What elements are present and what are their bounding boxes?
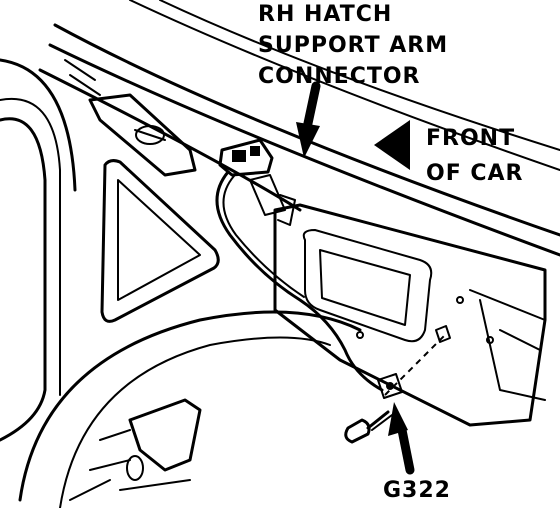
front-of-car-label-line-2: OF CAR xyxy=(426,161,524,186)
front-of-car-label-line-1: FRONT xyxy=(426,126,515,151)
fastener-alignment-line xyxy=(384,334,446,396)
connector-label-line-1: RH HATCH xyxy=(258,2,392,27)
ground-label: G322 xyxy=(383,478,451,503)
connector-label-line-3: CONNECTOR xyxy=(258,64,421,89)
ground-bolt xyxy=(344,410,393,444)
wiring-harness xyxy=(215,170,384,392)
connector-label-line-2: SUPPORT ARM xyxy=(258,33,448,58)
arrow-up-icon xyxy=(388,402,415,475)
ground-terminal xyxy=(377,373,403,399)
hatch-support-arm-connector xyxy=(218,138,274,177)
arrow-left-icon xyxy=(374,120,410,170)
arrow-down-icon xyxy=(296,81,321,158)
